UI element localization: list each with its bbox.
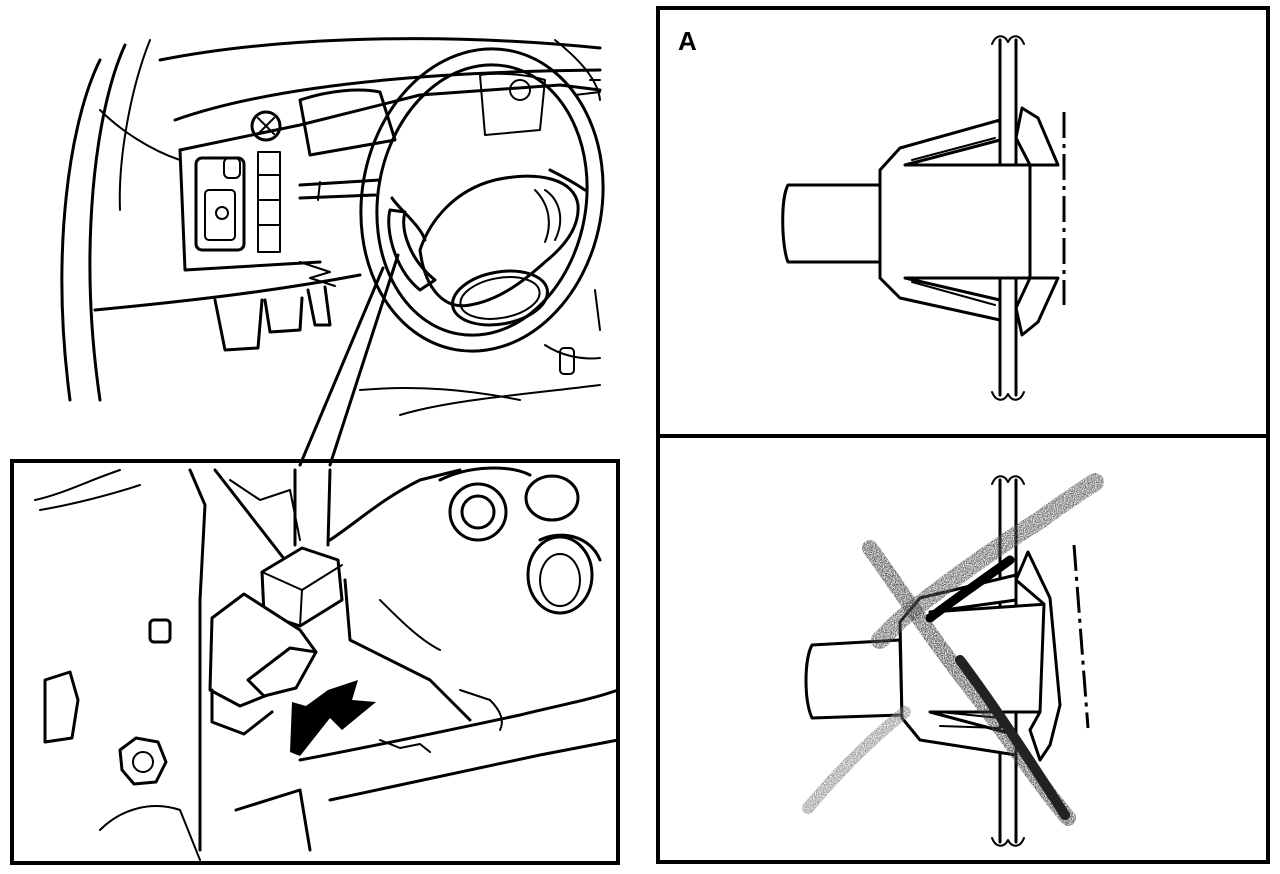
arrow-up-right-icon — [290, 680, 376, 756]
panel-correct: A — [656, 6, 1270, 438]
dashboard-overview — [60, 37, 605, 467]
hex-bolt — [118, 736, 168, 786]
connector-detail-inset — [10, 459, 620, 865]
panel-correct-label: A — [678, 26, 697, 56]
cross-out-icon — [802, 473, 1104, 826]
airbag-connector — [208, 546, 344, 736]
panel-incorrect — [656, 434, 1270, 864]
panel-incorrect-frame — [656, 434, 1270, 864]
inset-frame — [10, 459, 620, 865]
